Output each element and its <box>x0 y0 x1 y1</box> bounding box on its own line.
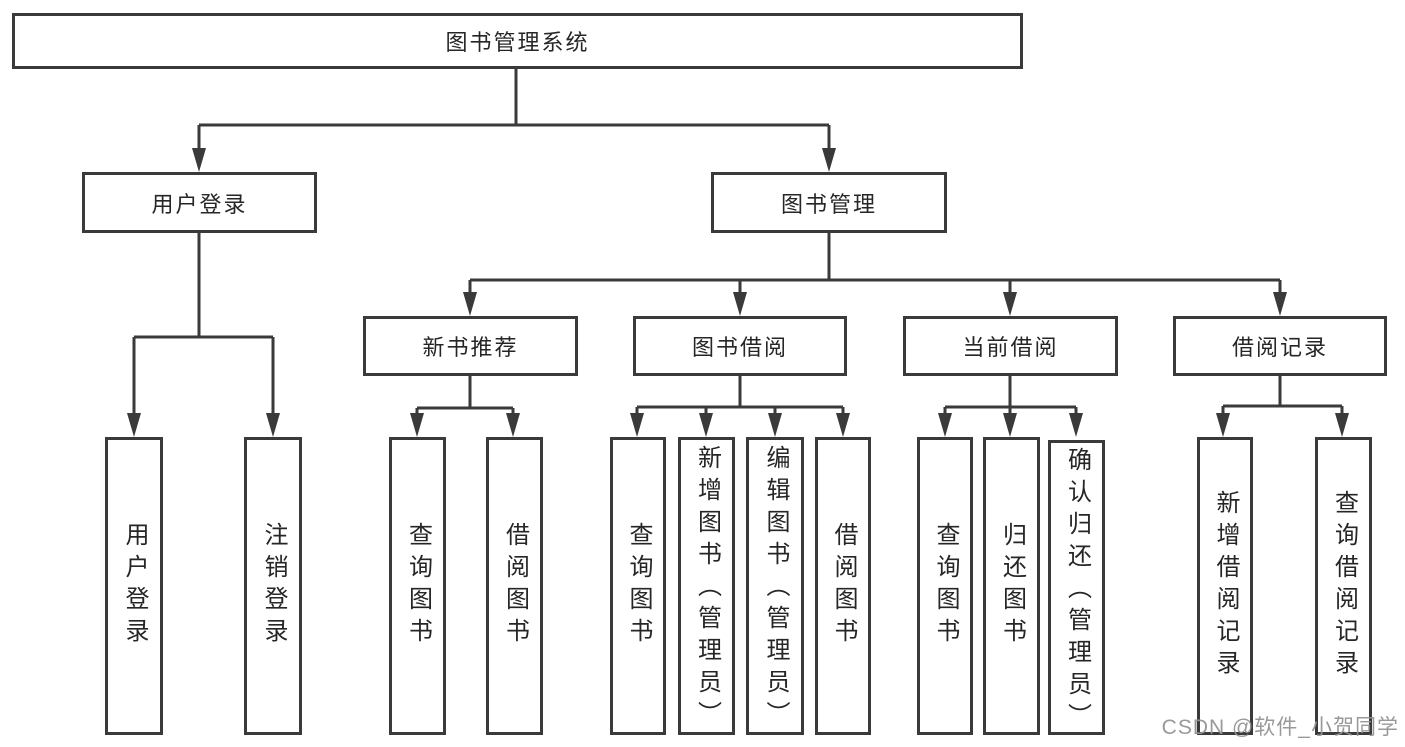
leaf-edit-books-admin-label: 编辑图书（管理员） <box>762 445 789 733</box>
leaf-add-borrow-record: 新增借阅记录 <box>1197 437 1253 735</box>
leaf-query-books-borrow: 查询图书 <box>610 437 666 735</box>
node-user-login: 用户登录 <box>82 172 317 233</box>
leaf-logout: 注销登录 <box>244 437 302 735</box>
leaf-query-borrow-record: 查询借阅记录 <box>1315 437 1372 735</box>
leaf-confirm-return-admin: 确认归还（管理员） <box>1048 440 1105 735</box>
leaf-add-books-admin: 新增图书（管理员） <box>678 437 735 735</box>
arrowheads <box>127 148 1349 437</box>
leaf-query-books-recommend: 查询图书 <box>389 437 446 735</box>
leaf-borrow-books-recommend-label: 借阅图书 <box>501 522 529 650</box>
leaf-return-books: 归还图书 <box>983 437 1040 735</box>
node-current-borrow: 当前借阅 <box>903 316 1118 376</box>
csdn-watermark: CSDN @软件_小贺同学 <box>1161 716 1399 739</box>
node-book-management-label: 图书管理 <box>780 191 877 217</box>
node-current-borrow-label: 当前借阅 <box>962 335 1059 360</box>
node-book-borrow: 图书借阅 <box>633 316 847 376</box>
node-borrow-records: 借阅记录 <box>1173 316 1387 376</box>
leaf-add-borrow-record-label: 新增借阅记录 <box>1212 490 1239 682</box>
node-new-book-recommend-label: 新书推荐 <box>422 335 519 360</box>
leaf-borrow-books-recommend: 借阅图书 <box>486 437 543 735</box>
leaf-user-login-label: 用户登录 <box>121 522 148 650</box>
node-root-label: 图书管理系统 <box>445 30 590 55</box>
node-new-book-recommend: 新书推荐 <box>363 316 578 376</box>
leaf-query-borrow-record-label: 查询借阅记录 <box>1330 490 1358 682</box>
leaf-query-books-borrow-label: 查询图书 <box>625 522 652 650</box>
leaf-borrow-books-label: 借阅图书 <box>830 522 857 650</box>
leaf-edit-books-admin: 编辑图书（管理员） <box>746 437 804 735</box>
node-root: 图书管理系统 <box>12 13 1023 69</box>
leaf-logout-label: 注销登录 <box>260 522 287 650</box>
leaf-add-books-admin-label: 新增图书（管理员） <box>693 445 721 733</box>
leaf-query-books-current-label: 查询图书 <box>932 522 959 650</box>
node-user-login-label: 用户登录 <box>151 191 248 217</box>
leaf-confirm-return-admin-label: 确认归还（管理员） <box>1063 446 1091 735</box>
leaf-return-books-label: 归还图书 <box>998 522 1026 650</box>
leaf-borrow-books: 借阅图书 <box>815 437 871 735</box>
node-book-borrow-label: 图书借阅 <box>691 335 788 360</box>
node-borrow-records-label: 借阅记录 <box>1231 335 1328 360</box>
leaf-query-books-recommend-label: 查询图书 <box>404 522 432 650</box>
node-book-management: 图书管理 <box>711 172 947 233</box>
leaf-user-login: 用户登录 <box>105 437 163 735</box>
leaf-query-books-current: 查询图书 <box>917 437 973 735</box>
